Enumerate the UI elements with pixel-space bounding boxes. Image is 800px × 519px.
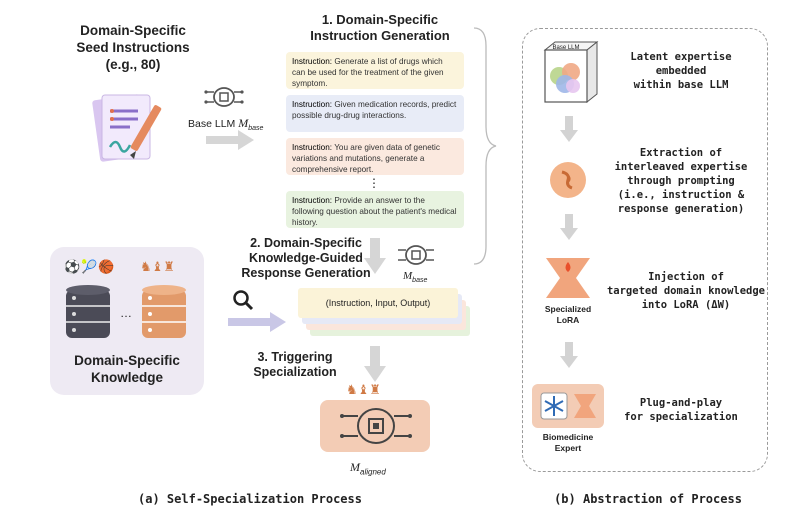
instruction-label: Instruction: xyxy=(292,143,333,152)
lora-label: Specialized LoRA xyxy=(544,304,592,325)
instruction-text: Generate a list of drugs which can be us… xyxy=(292,57,444,88)
database-ellipsis: … xyxy=(120,306,132,320)
right-step-1: Latent expertise embedded within base LL… xyxy=(630,51,732,91)
extraction-icon xyxy=(550,162,586,198)
triple-card: (Instruction, Input, Output) xyxy=(298,288,458,318)
knowledge-title: Domain-Specific Knowledge xyxy=(74,353,180,385)
chess-icons: ♞♝♜ xyxy=(140,259,175,274)
instruction-box-1: Instruction: Generate a list of drugs wh… xyxy=(286,52,464,89)
m-base-label: Mbase xyxy=(403,270,427,284)
base-llm-sub: base xyxy=(248,125,264,133)
instruction-box-4: Instruction: Provide an answer to the fo… xyxy=(286,191,464,228)
document-pencil-icon xyxy=(92,94,162,162)
right-brace xyxy=(473,27,497,265)
brain-chip-icon-2 xyxy=(398,245,434,265)
snowflake-icon xyxy=(540,392,568,420)
brain-chip-icon xyxy=(204,87,244,107)
instruction-box-2: Instruction: Given medication records, p… xyxy=(286,95,464,132)
step1-title: 1. Domain-Specific Instruction Generatio… xyxy=(310,12,450,43)
instruction-ellipsis: ⋮ xyxy=(368,176,380,190)
base-llm-cube-icon xyxy=(543,40,599,104)
arrow-down-1 xyxy=(364,238,386,274)
seed-instructions-title: Domain-Specific Seed Instructions (e.g.,… xyxy=(76,23,190,72)
cube-label: Base LLM xyxy=(552,45,580,51)
brain-chip-icon-3 xyxy=(340,408,412,444)
instruction-text: Provide an answer to the following quest… xyxy=(292,196,457,227)
instruction-text: You are given data of genetic variations… xyxy=(292,143,440,174)
expert-lora-icon xyxy=(574,394,596,418)
magnifier-icon xyxy=(233,290,254,311)
right-step-4: Plug-and-play for specialization xyxy=(624,397,738,423)
m-aligned-label: Maligned xyxy=(350,460,386,476)
right-step-2: Extraction of interleaved expertise thro… xyxy=(614,147,748,215)
database-icon-orange xyxy=(142,285,186,338)
instruction-label: Instruction: xyxy=(292,100,333,109)
base-llm-label: Base LLM Mbase xyxy=(188,116,263,132)
arrow-right-1 xyxy=(206,130,254,150)
m-aligned-sub: aligned xyxy=(360,467,386,477)
right-step-3: Injection of targeted domain knowledge i… xyxy=(606,271,766,311)
m-base-sub: base xyxy=(412,277,428,285)
right-arrow-down-1 xyxy=(560,116,578,142)
m-base-symbol: M xyxy=(403,270,413,282)
instruction-label: Instruction: xyxy=(292,196,333,205)
sports-icons: ⚽🎾🏀 xyxy=(64,259,116,274)
lora-icon xyxy=(546,258,590,298)
step3-title: 3. Triggering Specialization xyxy=(253,350,337,379)
right-arrow-down-2 xyxy=(560,214,578,240)
chess-icons-2: ♞♝♜ xyxy=(346,382,381,397)
base-llm-symbol: M xyxy=(238,116,249,130)
arrow-down-2 xyxy=(364,346,386,382)
instruction-box-3: Instruction: You are given data of genet… xyxy=(286,138,464,175)
caption-a: (a) Self-Specialization Process xyxy=(138,492,362,506)
m-aligned-symbol: M xyxy=(350,460,360,474)
arrow-right-2 xyxy=(228,312,286,332)
step2-title: 2. Domain-Specific Knowledge-Guided Resp… xyxy=(241,236,371,280)
instruction-label: Instruction: xyxy=(292,57,333,66)
expert-label: Biomedicine Expert xyxy=(542,432,594,453)
right-arrow-down-3 xyxy=(560,342,578,368)
base-llm-text: Base LLM xyxy=(188,118,239,130)
abstraction-panel xyxy=(522,28,768,472)
instruction-text: Given medication records, predict possib… xyxy=(292,100,457,120)
caption-b: (b) Abstraction of Process xyxy=(554,492,742,506)
triple-text: (Instruction, Input, Output) xyxy=(325,298,431,308)
database-icon-gray xyxy=(66,285,110,338)
